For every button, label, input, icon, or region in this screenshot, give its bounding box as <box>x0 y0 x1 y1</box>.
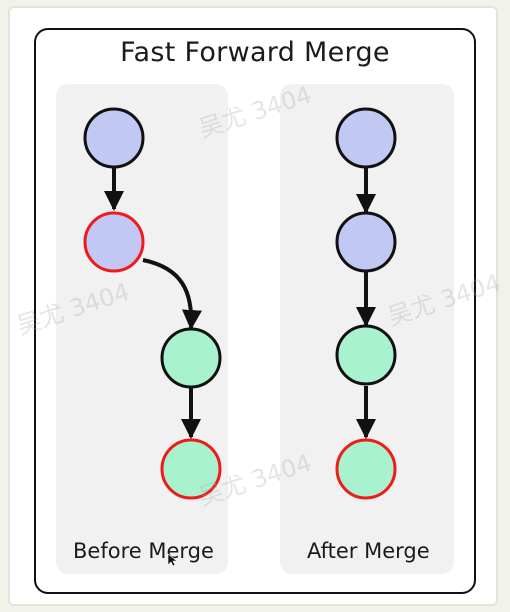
before-commit-1 <box>83 107 145 169</box>
before-commit-2-highlighted <box>83 211 145 273</box>
after-commit-4-highlighted <box>335 438 397 500</box>
after-merge-label: After Merge <box>307 539 430 563</box>
after-commit-1 <box>335 107 397 169</box>
mouse-cursor-icon <box>167 553 177 567</box>
edge-before-2-3 <box>142 258 202 330</box>
before-commit-3 <box>160 327 222 389</box>
diagram-title: Fast Forward Merge <box>120 37 390 68</box>
before-commit-4-highlighted <box>160 438 222 500</box>
after-commit-3 <box>335 324 397 386</box>
after-commit-2 <box>335 211 397 273</box>
before-merge-label: Before Merge <box>73 539 214 563</box>
